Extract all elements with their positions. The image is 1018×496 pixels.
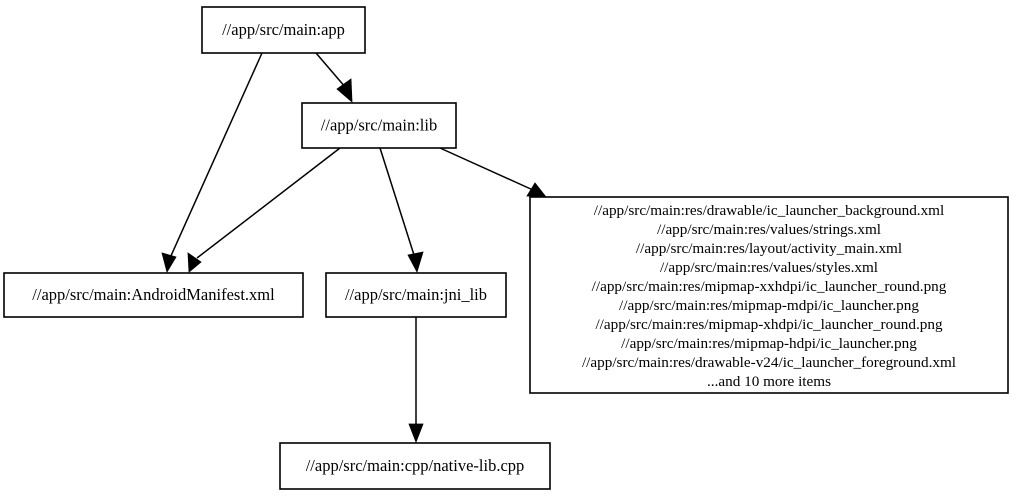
node-native-lib-cpp[interactable]: //app/src/main:cpp/native-lib.cpp [279, 442, 551, 490]
edge-app-to-manifest [161, 52, 263, 274]
arrowhead-icon [161, 252, 177, 274]
node-lib[interactable]: //app/src/main:lib [301, 102, 457, 149]
res-line: //app/src/main:res/layout/activity_main.… [636, 240, 902, 257]
node-label: //app/src/main:jni_lib [345, 285, 487, 304]
node-box[interactable] [201, 6, 366, 54]
node-label: //app/src/main:lib [321, 115, 437, 134]
edge-jni_lib-to-native_lib [408, 317, 424, 444]
res-line: //app/src/main:res/mipmap-mdpi/ic_launch… [619, 297, 919, 314]
edge-lib-to-jni_lib [379, 147, 424, 274]
arrowhead-icon [336, 78, 353, 103]
edge-line [439, 147, 534, 191]
edge-line [315, 52, 347, 89]
node-label: //app/src/main:app [222, 20, 345, 39]
node-box[interactable] [301, 102, 457, 149]
res-line: //app/src/main:res/mipmap-xxhdpi/ic_laun… [592, 278, 947, 295]
res-line: ...and 10 more items [707, 373, 831, 390]
node-label: //app/src/main:AndroidManifest.xml [32, 285, 275, 304]
res-line: //app/src/main:res/mipmap-hdpi/ic_launch… [621, 335, 917, 352]
res-line: //app/src/main:res/drawable-v24/ic_launc… [582, 354, 956, 371]
node-label: //app/src/main:cpp/native-lib.cpp [306, 456, 525, 475]
res-line: //app/src/main:res/values/styles.xml [660, 259, 878, 276]
res-line: //app/src/main:res/drawable/ic_launcher_… [594, 202, 944, 219]
edge-group [161, 52, 547, 444]
arrowhead-icon [526, 182, 547, 198]
arrowhead-icon [407, 251, 424, 274]
arrowhead-icon [187, 252, 202, 273]
edge-line [169, 52, 263, 259]
node-box[interactable] [325, 272, 507, 318]
node-androidmanifest[interactable]: //app/src/main:AndroidManifest.xml [3, 272, 304, 318]
arrowhead-icon [408, 423, 424, 444]
edge-line [379, 147, 415, 256]
node-box[interactable] [279, 442, 551, 490]
node-app[interactable]: //app/src/main:app [201, 6, 366, 54]
node-box[interactable] [529, 196, 1009, 394]
res-line: //app/src/main:res/mipmap-xhdpi/ic_launc… [595, 316, 943, 333]
node-box[interactable] [3, 272, 304, 318]
edge-line [196, 147, 341, 259]
node-res-files[interactable]: //app/src/main:res/drawable/ic_launcher_… [529, 196, 1009, 394]
node-jni-lib[interactable]: //app/src/main:jni_lib [325, 272, 507, 318]
edge-lib-to-manifest [187, 147, 341, 273]
edge-lib-to-res_files [439, 147, 547, 198]
res-line: //app/src/main:res/values/strings.xml [657, 221, 881, 238]
edge-app-to-lib [315, 52, 353, 103]
